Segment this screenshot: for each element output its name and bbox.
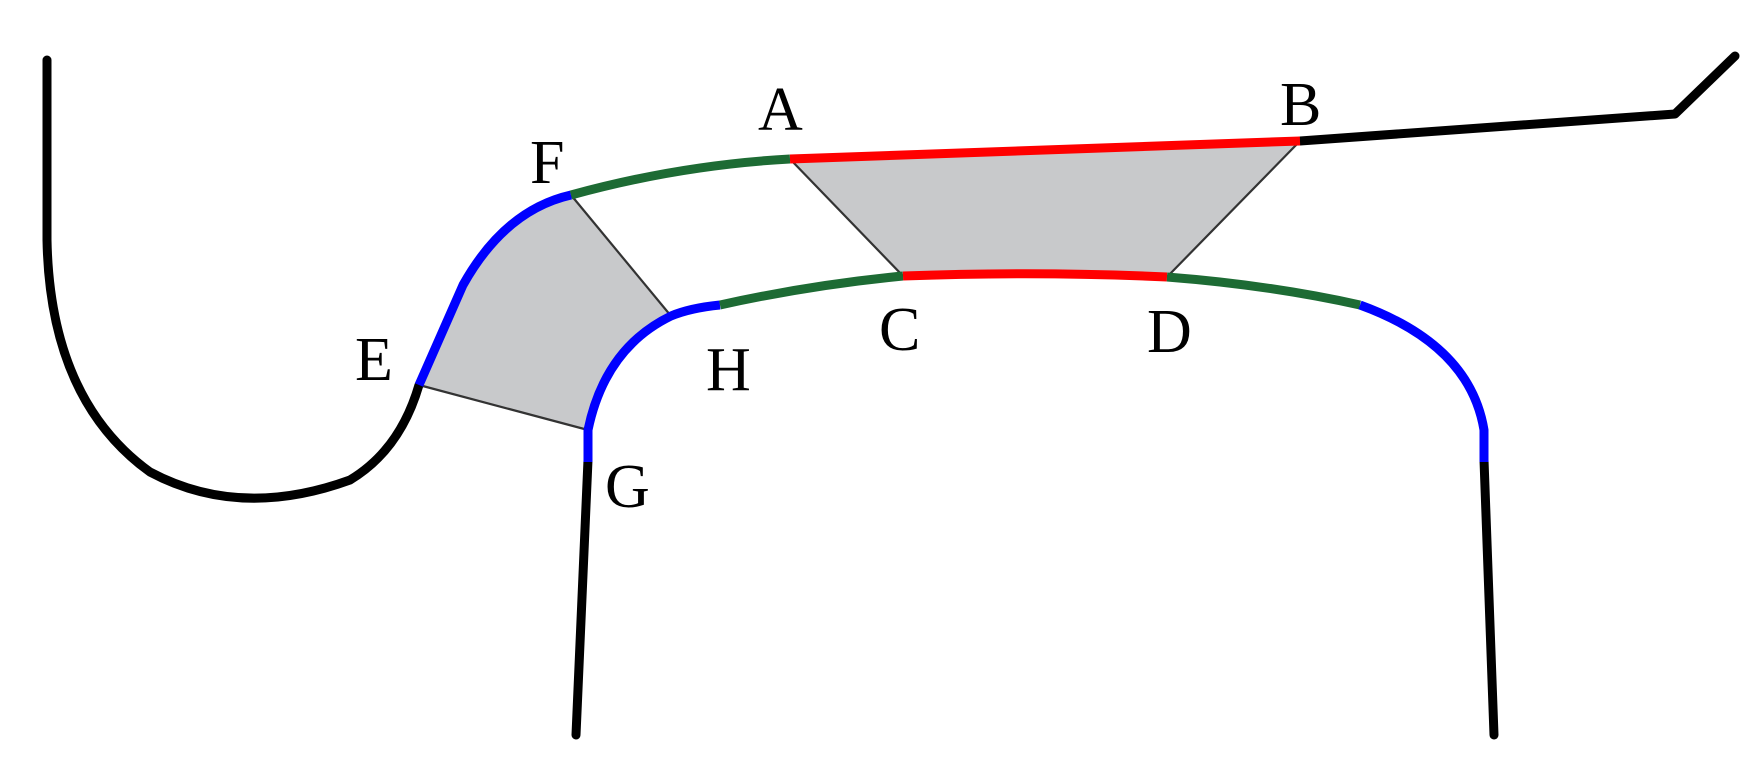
straight-segment-c-d [902, 269, 1168, 282]
transition-segment-f-a [569, 154, 791, 200]
label-g: G [605, 453, 650, 521]
label-a: A [758, 76, 803, 144]
connector-e-g [418, 383, 589, 432]
outer-curve-left [42, 55, 424, 503]
transition-segment-h-c [719, 271, 904, 310]
label-h: H [706, 336, 751, 404]
transition-segment-d-right [1166, 272, 1361, 310]
shaded-region-abcd [790, 141, 1300, 277]
arc-segment-g-h [583, 300, 721, 462]
label-e: E [355, 326, 393, 394]
top-right-line [1295, 51, 1740, 146]
label-d: D [1147, 298, 1192, 366]
connector-f-h [570, 194, 672, 317]
connector-b-d [1166, 140, 1301, 278]
arc-segment-right [1358, 300, 1489, 462]
right-vertical-leg [1479, 455, 1499, 740]
label-c: C [879, 296, 920, 364]
left-vertical-leg [571, 455, 593, 740]
connector-a-c [789, 158, 904, 277]
label-f: F [530, 129, 564, 197]
label-b: B [1280, 71, 1321, 139]
arc-segment-e-f [414, 190, 573, 387]
straight-segment-a-b [789, 136, 1301, 164]
